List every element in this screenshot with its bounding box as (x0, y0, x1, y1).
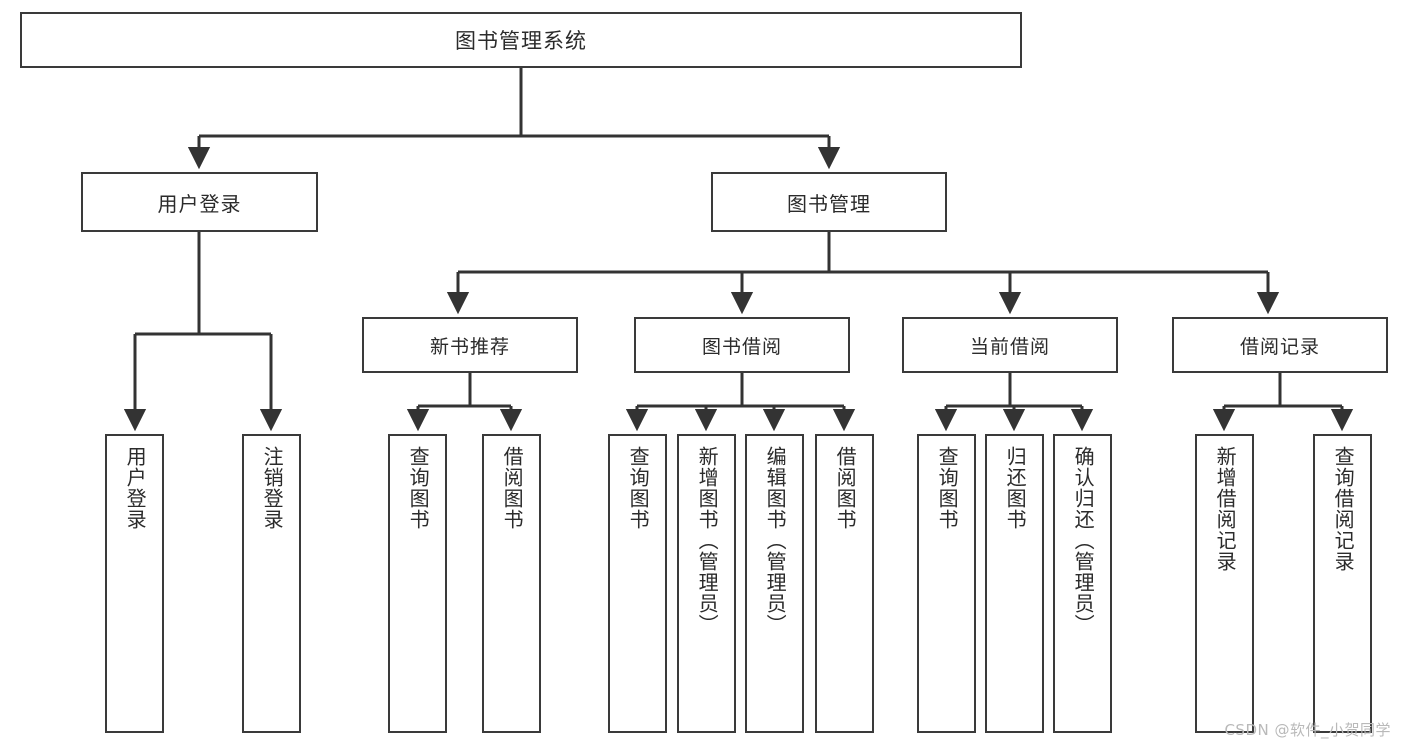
node-user-login[interactable]: 用户登录 (81, 172, 318, 232)
node-leaf-query-book-2[interactable]: 查询图书 (608, 434, 667, 733)
node-leaf-borrow-book-1-label: 借阅图书 (500, 446, 525, 530)
node-leaf-query-book-1[interactable]: 查询图书 (388, 434, 447, 733)
node-leaf-return-book[interactable]: 归还图书 (985, 434, 1044, 733)
node-leaf-confirm-return-label: 确认归还（管理员） (1071, 446, 1096, 635)
node-leaf-add-book[interactable]: 新增图书（管理员） (677, 434, 736, 733)
node-user-login-label: 用户登录 (157, 191, 242, 216)
node-new-book-recommend[interactable]: 新书推荐 (362, 317, 578, 373)
node-leaf-add-book-label: 新增图书（管理员） (695, 446, 720, 635)
node-borrow-record-label: 借阅记录 (1239, 335, 1320, 358)
node-root-label: 图书管理系统 (455, 29, 587, 53)
watermark: CSDN @软件_小贺同学 (1224, 721, 1391, 739)
node-leaf-add-record[interactable]: 新增借阅记录 (1195, 434, 1254, 733)
node-leaf-query-record-label: 查询借阅记录 (1331, 446, 1356, 572)
node-leaf-query-book-2-label: 查询图书 (626, 446, 651, 530)
node-leaf-user-login-label: 用户登录 (123, 446, 148, 530)
node-borrow-record[interactable]: 借阅记录 (1172, 317, 1388, 373)
node-book-manage-label: 图书管理 (787, 191, 871, 216)
node-leaf-logout[interactable]: 注销登录 (242, 434, 301, 733)
node-leaf-return-book-label: 归还图书 (1003, 446, 1028, 530)
node-leaf-borrow-book-1[interactable]: 借阅图书 (482, 434, 541, 733)
node-leaf-query-book-3[interactable]: 查询图书 (917, 434, 976, 733)
node-book-borrow[interactable]: 图书借阅 (634, 317, 850, 373)
node-leaf-edit-book[interactable]: 编辑图书（管理员） (745, 434, 804, 733)
node-book-manage[interactable]: 图书管理 (711, 172, 947, 232)
node-new-book-recommend-label: 新书推荐 (429, 335, 510, 358)
node-leaf-borrow-book-2-label: 借阅图书 (833, 446, 858, 530)
node-leaf-confirm-return[interactable]: 确认归还（管理员） (1053, 434, 1112, 733)
node-root[interactable]: 图书管理系统 (20, 12, 1022, 68)
node-leaf-add-record-label: 新增借阅记录 (1213, 446, 1238, 572)
node-current-borrow-label: 当前借阅 (969, 335, 1050, 358)
node-leaf-user-login[interactable]: 用户登录 (105, 434, 164, 733)
node-leaf-edit-book-label: 编辑图书（管理员） (763, 446, 788, 635)
node-current-borrow[interactable]: 当前借阅 (902, 317, 1118, 373)
node-leaf-query-record[interactable]: 查询借阅记录 (1313, 434, 1372, 733)
node-leaf-logout-label: 注销登录 (260, 446, 285, 530)
node-leaf-borrow-book-2[interactable]: 借阅图书 (815, 434, 874, 733)
node-book-borrow-label: 图书借阅 (701, 335, 782, 358)
node-leaf-query-book-1-label: 查询图书 (406, 446, 431, 530)
node-leaf-query-book-3-label: 查询图书 (935, 446, 960, 530)
